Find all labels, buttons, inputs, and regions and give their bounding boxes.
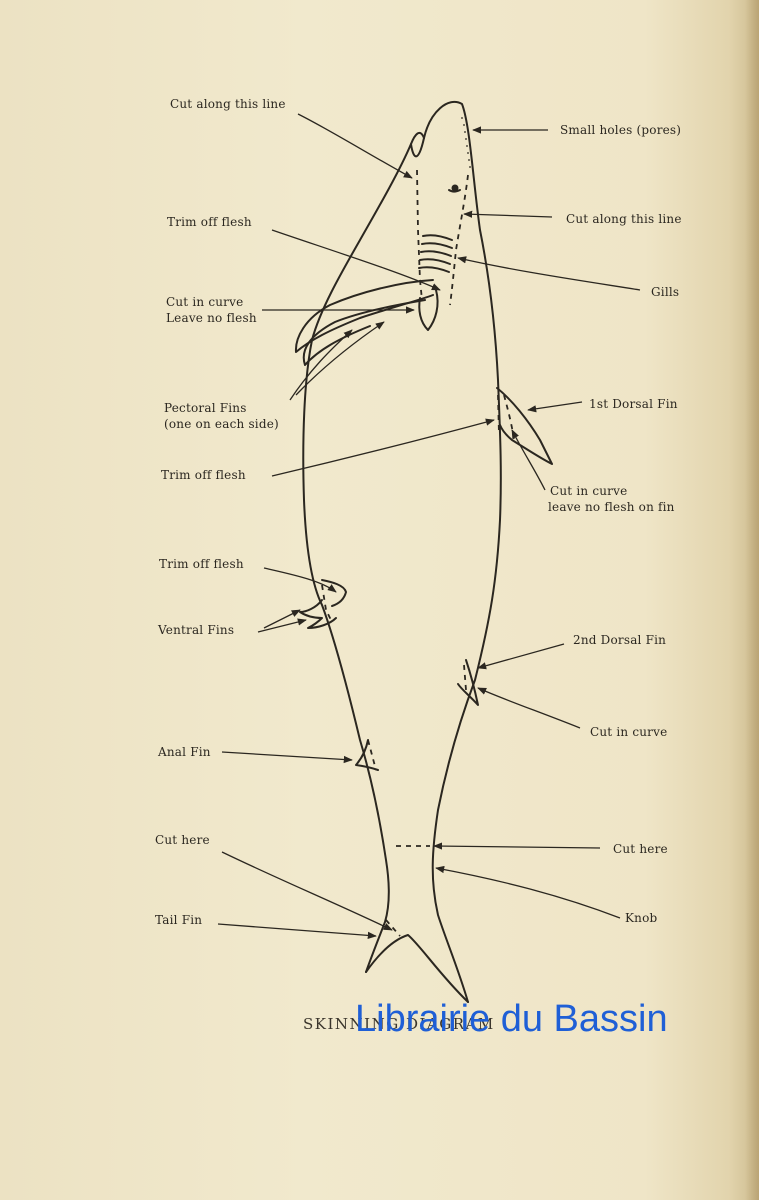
label-anal-fin: Anal Fin [158,745,211,759]
pointer-cut-along-left [297,113,413,179]
label-tail-fin: Tail Fin [155,913,203,927]
label-small-holes: Small holes (pores) [560,123,682,137]
ventral-fin [299,599,337,629]
snout [410,137,425,158]
cut-tail-fin [385,919,401,937]
label-cut-here-right: Cut here [613,842,668,856]
pointer-cut-curve-3 [477,687,581,729]
gill-slit-2 [421,242,453,249]
watermark-logo: Librairie du Bassin [355,998,668,1040]
pointer-knob [435,865,621,919]
pointer-anal-fin [221,751,353,764]
pectoral-fin-upper [294,279,434,353]
gill-slit-3 [420,250,452,257]
ventral-flesh [321,579,347,607]
pointer-gills [457,256,641,291]
diagram-caption: SKINNING DIAGRAM [303,1015,495,1033]
pointer-pectoral-a [289,329,353,401]
label-trim-flesh-1: Trim off flesh [167,215,252,229]
first-dorsal-fin [496,387,553,465]
anal-fin [355,739,379,771]
page-edge-shadow [745,0,759,1200]
pointer-cut-along-right [463,210,553,218]
label-gills: Gills [651,285,680,299]
label-ventral-fins: Ventral Fins [158,623,235,637]
pointer-ventral-fin-a [257,618,307,633]
label-cut-curve-2b: leave no flesh on fin [548,500,675,514]
label-cut-curve-2a: Cut in curve [550,484,628,498]
label-pectoral-b: (one on each side) [164,417,279,431]
cut-second-dorsal [463,664,467,691]
shark-outline-left [302,131,425,973]
label-cut-along-right: Cut along this line [566,212,682,226]
second-dorsal-fin [457,659,479,706]
pointer-trim-flesh-3 [263,567,337,593]
eye-lid [448,189,461,193]
label-trim-flesh-3: Trim off flesh [159,557,244,571]
pointer-tail-fin [217,923,377,940]
pointer-ventral-fin-b [263,609,301,629]
gill-slit-4 [419,258,451,265]
pointer-pectoral-b [295,321,385,396]
shark-outline-right [423,101,502,1003]
pores [461,117,471,168]
pointer-trim-flesh-1 [271,229,441,291]
cut-anal [367,739,377,771]
label-cut-curve-1a: Cut in curve [166,295,244,309]
label-pectoral-a: Pectoral Fins [164,401,247,415]
label-cut-curve-1b: Leave no flesh [166,311,257,325]
label-cut-along-left: Cut along this line [170,97,286,111]
label-trim-flesh-2: Trim off flesh [161,468,246,482]
pointer-trim-flesh-2 [271,418,495,477]
gill-slit-1 [422,234,453,241]
cut-dorsal-base [497,394,500,436]
gill-slit-5 [418,266,450,273]
label-cut-here-left: Cut here [155,833,210,847]
tail-fin-outline [365,934,469,1003]
label-first-dorsal: 1st Dorsal Fin [589,397,678,411]
pectoral-fin-lower [302,299,426,366]
label-knob: Knob [625,911,658,925]
label-cut-curve-3: Cut in curve [590,725,668,739]
cut-ventral [321,584,333,623]
pointer-second-dorsal [477,643,565,670]
pointer-first-dorsal [527,401,583,413]
eye [451,184,459,192]
cut-line-right [449,174,469,306]
pointer-cut-here-left [221,851,393,931]
pectoral-flap [418,289,439,331]
label-second-dorsal: 2nd Dorsal Fin [573,633,667,647]
pointer-cut-curve-2 [511,429,546,491]
pointer-cut-here-right [433,842,601,850]
cut-line-left [416,169,423,301]
